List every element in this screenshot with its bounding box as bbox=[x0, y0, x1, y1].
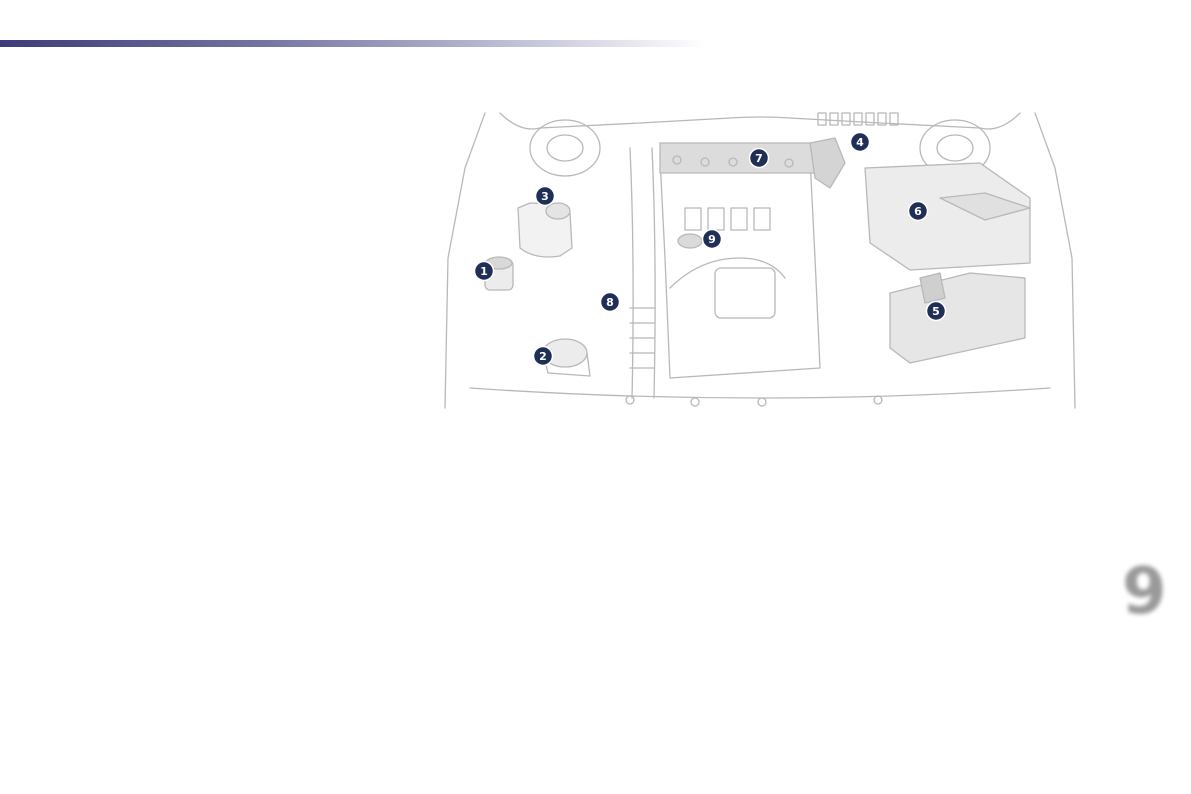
svg-text:3: 3 bbox=[541, 190, 549, 203]
callout-6: 6 bbox=[909, 202, 928, 221]
callout-3: 3 bbox=[536, 187, 555, 206]
svg-text:1: 1 bbox=[480, 265, 488, 278]
svg-text:2: 2 bbox=[539, 350, 547, 363]
svg-text:5: 5 bbox=[932, 305, 940, 318]
svg-text:7: 7 bbox=[755, 152, 763, 165]
chapter-number: 9 bbox=[1122, 560, 1167, 624]
svg-text:6: 6 bbox=[914, 205, 922, 218]
callout-5: 5 bbox=[927, 302, 946, 321]
callout-9: 9 bbox=[703, 230, 722, 249]
callout-2: 2 bbox=[534, 347, 553, 366]
callout-7: 7 bbox=[750, 149, 769, 168]
header-gradient-rule bbox=[0, 40, 705, 47]
callout-1: 1 bbox=[475, 262, 494, 281]
callout-8: 8 bbox=[601, 293, 620, 312]
svg-text:9: 9 bbox=[708, 233, 716, 246]
svg-text:4: 4 bbox=[856, 136, 864, 149]
engine-compartment-diagram: 1 2 3 4 5 6 7 8 9 bbox=[440, 108, 1080, 410]
svg-text:8: 8 bbox=[606, 296, 614, 309]
callout-4: 4 bbox=[851, 133, 870, 152]
